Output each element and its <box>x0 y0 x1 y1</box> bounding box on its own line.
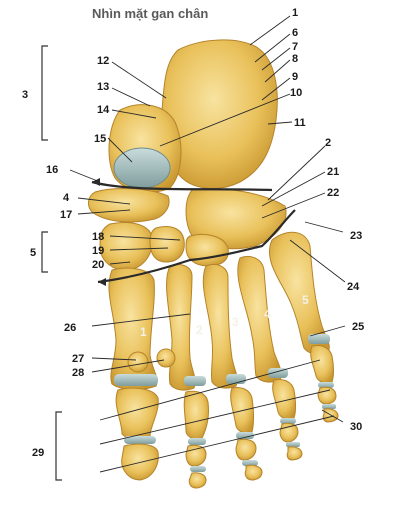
toe-2-cartilage-b <box>190 466 206 472</box>
lisfranc-joint-line <box>97 209 296 284</box>
toe-5-proximal-phalanx <box>310 345 334 384</box>
label-10: 10 <box>290 87 302 99</box>
label-21: 21 <box>327 166 339 178</box>
toe-3-cartilage-b <box>242 460 258 466</box>
metatarsal-2-head-cartilage <box>184 376 206 386</box>
bracket-group-5 <box>41 231 48 273</box>
metatarsal-number-5: 5 <box>302 293 309 307</box>
toe-5-middle-phalanx <box>317 386 337 405</box>
label-4: 4 <box>63 192 70 204</box>
toe-3-distal-phalanx <box>244 464 263 481</box>
label-14: 14 <box>97 104 110 116</box>
label-19: 19 <box>92 245 104 257</box>
lisfranc-arrow-head <box>98 278 106 286</box>
metatarsal-2-bone <box>166 263 196 391</box>
intermediate-cuneiform-bone <box>149 226 185 263</box>
label-25: 25 <box>352 321 364 333</box>
label-15: 15 <box>94 133 106 145</box>
talus-head-cartilage <box>113 147 171 189</box>
toe-5-cartilage-b <box>322 404 336 409</box>
label-3: 3 <box>22 89 28 101</box>
label-17: 17 <box>60 209 72 221</box>
bracket-tarsus-group <box>41 45 48 141</box>
toe-5-cartilage-a <box>318 382 334 388</box>
metatarsal-number-2: 2 <box>196 323 203 337</box>
label-30: 30 <box>350 421 362 433</box>
metatarsal-1-bone <box>108 267 158 391</box>
label-7: 7 <box>292 41 298 53</box>
label-13: 13 <box>97 81 109 93</box>
label-20: 20 <box>92 259 104 271</box>
metatarsal-number-3: 3 <box>232 315 239 329</box>
label-12: 12 <box>97 55 109 67</box>
label-5: 5 <box>30 247 36 259</box>
toe-4-proximal-phalanx <box>272 379 296 420</box>
hallux-ip-cartilage <box>124 436 156 444</box>
bracket-phalanges-group <box>55 411 62 481</box>
navicular-bone <box>87 188 170 223</box>
label-6: 6 <box>292 27 298 39</box>
metatarsal-1-head-cartilage <box>114 374 158 386</box>
toe-3-proximal-phalanx <box>230 387 254 434</box>
label-2: 2 <box>325 137 331 149</box>
label-26: 26 <box>64 322 76 334</box>
chopart-arrow-head <box>92 178 100 186</box>
metatarsal-3-bone <box>202 264 238 389</box>
leader-lines <box>69 15 346 473</box>
label-22: 22 <box>327 187 339 199</box>
label-23: 23 <box>350 230 362 242</box>
toe-3-middle-phalanx <box>235 438 257 461</box>
metatarsal-4-bone <box>237 256 282 383</box>
sesamoid-bone-medial <box>127 351 149 373</box>
cuboid-bone <box>185 188 287 250</box>
toe-2-proximal-phalanx <box>183 390 209 440</box>
chopart-joint-line <box>91 180 273 192</box>
sesamoid-bone-lateral <box>156 348 176 368</box>
label-1: 1 <box>292 7 298 19</box>
toe-2-middle-phalanx <box>185 444 207 467</box>
medial-cuneiform-bone <box>99 222 153 271</box>
label-27: 27 <box>72 353 84 365</box>
metatarsal-5-head-cartilage <box>308 334 330 344</box>
label-8: 8 <box>292 53 298 65</box>
number-labels: 1 6 7 8 9 10 11 12 13 14 15 16 4 17 18 1… <box>22 7 364 459</box>
toe-4-cartilage-a <box>280 418 296 424</box>
label-24: 24 <box>347 281 360 293</box>
metatarsal-number-4: 4 <box>264 307 271 321</box>
toe-4-cartilage-b <box>286 442 300 447</box>
label-29: 29 <box>32 447 44 459</box>
diagram-title: Nhìn mặt gan chân <box>92 6 209 21</box>
toe-3-cartilage-a <box>236 432 254 439</box>
label-9: 9 <box>292 71 298 83</box>
toe-2-cartilage-a <box>188 438 206 445</box>
toe-2-distal-phalanx <box>188 472 207 489</box>
toe-4-middle-phalanx <box>279 422 299 443</box>
label-11: 11 <box>294 117 306 129</box>
label-28: 28 <box>72 367 84 379</box>
metatarsal-number-1: 1 <box>140 325 147 339</box>
label-18: 18 <box>92 231 104 243</box>
toe-4-distal-phalanx <box>286 446 303 461</box>
label-16: 16 <box>46 164 58 176</box>
